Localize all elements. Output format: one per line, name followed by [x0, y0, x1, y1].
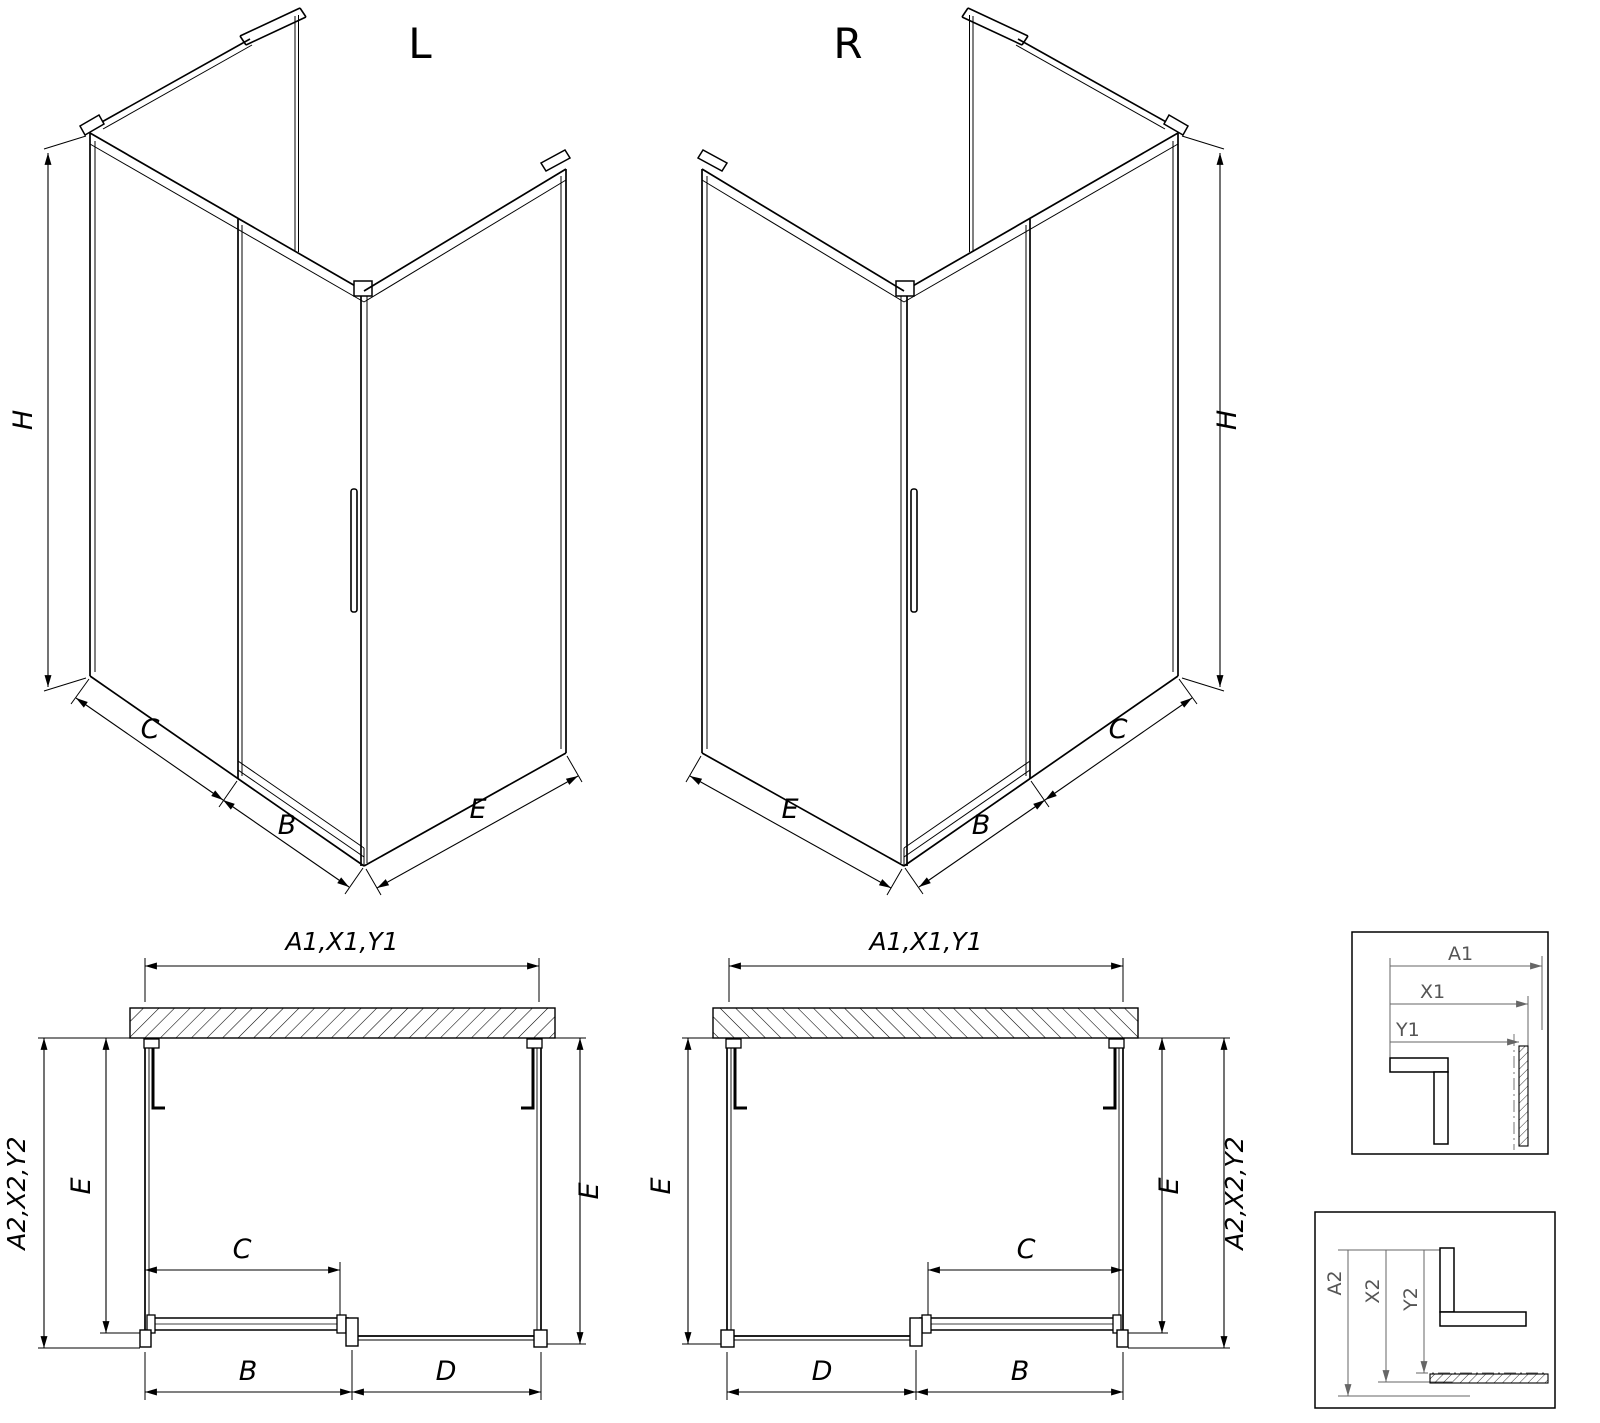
- plan-structure-left: [38, 958, 586, 1400]
- dim-label-c-left: C: [141, 714, 160, 745]
- plan-view-right: A1,X1,Y1 A2,X2,Y2 E E C B D: [646, 927, 1249, 1400]
- dim-label-b-left: B: [278, 810, 297, 841]
- plan-left-label-a1: A1,X1,Y1: [283, 927, 398, 956]
- iso-view-left: L H C B E: [8, 8, 582, 895]
- plan-left-label-e-right: E: [574, 1182, 605, 1199]
- plan-right-label-a1: A1,X1,Y1: [867, 927, 982, 956]
- variant-label-l: L: [408, 19, 432, 68]
- plan-right-label-a2: A2,X2,Y2: [1220, 1136, 1249, 1251]
- detail-label-a2: A2: [1324, 1270, 1346, 1295]
- detail-a1-profile-leg: [1433, 1071, 1449, 1145]
- detail-a1-glass-section: [1518, 1045, 1529, 1147]
- detail-label-a1: A1: [1448, 943, 1473, 965]
- iso-view-right: R H C B E: [686, 8, 1243, 895]
- dim-label-b-right: B: [972, 810, 991, 841]
- plan-structure-right: [682, 958, 1230, 1400]
- dim-label-h-right: H: [1212, 410, 1243, 430]
- detail-label-x2: X2: [1362, 1278, 1384, 1303]
- detail-a2-profile-leg: [1439, 1311, 1527, 1327]
- plan-left-label-d: D: [436, 1356, 457, 1387]
- detail-box-a2: A2 X2 Y2: [1314, 1211, 1556, 1409]
- detail-label-y1: Y1: [1395, 1019, 1420, 1041]
- iso-structure-left: [44, 8, 582, 895]
- plan-view-left: A1,X1,Y1 A2,X2,Y2 E E C B D: [2, 927, 605, 1400]
- plan-left-label-e-left: E: [66, 1177, 97, 1194]
- dim-label-c-right: C: [1109, 714, 1128, 745]
- plan-right-label-c: C: [1017, 1234, 1036, 1265]
- dim-label-e-right: E: [781, 794, 798, 825]
- plan-left-label-a2: A2,X2,Y2: [2, 1136, 31, 1251]
- plan-right-label-e-left: E: [646, 1177, 677, 1194]
- detail-box-a1: A1 X1 Y1: [1351, 931, 1549, 1155]
- detail-label-x1: X1: [1420, 981, 1445, 1003]
- variant-label-r: R: [833, 19, 862, 68]
- dim-label-e-left: E: [469, 794, 486, 825]
- detail-a1-profile-arm: [1389, 1057, 1449, 1073]
- plan-left-label-b: B: [239, 1356, 258, 1387]
- detail-label-y2: Y2: [1400, 1287, 1422, 1312]
- dim-label-h-left: H: [8, 410, 39, 430]
- plan-right-label-b: B: [1011, 1356, 1030, 1387]
- detail-a2-profile-arm: [1439, 1247, 1455, 1313]
- iso-structure-right: [686, 8, 1224, 895]
- plan-right-label-e-right: E: [1154, 1177, 1185, 1194]
- plan-right-label-d: D: [812, 1356, 833, 1387]
- plan-left-label-c: C: [233, 1234, 252, 1265]
- detail-a2-glass-section: [1429, 1373, 1549, 1384]
